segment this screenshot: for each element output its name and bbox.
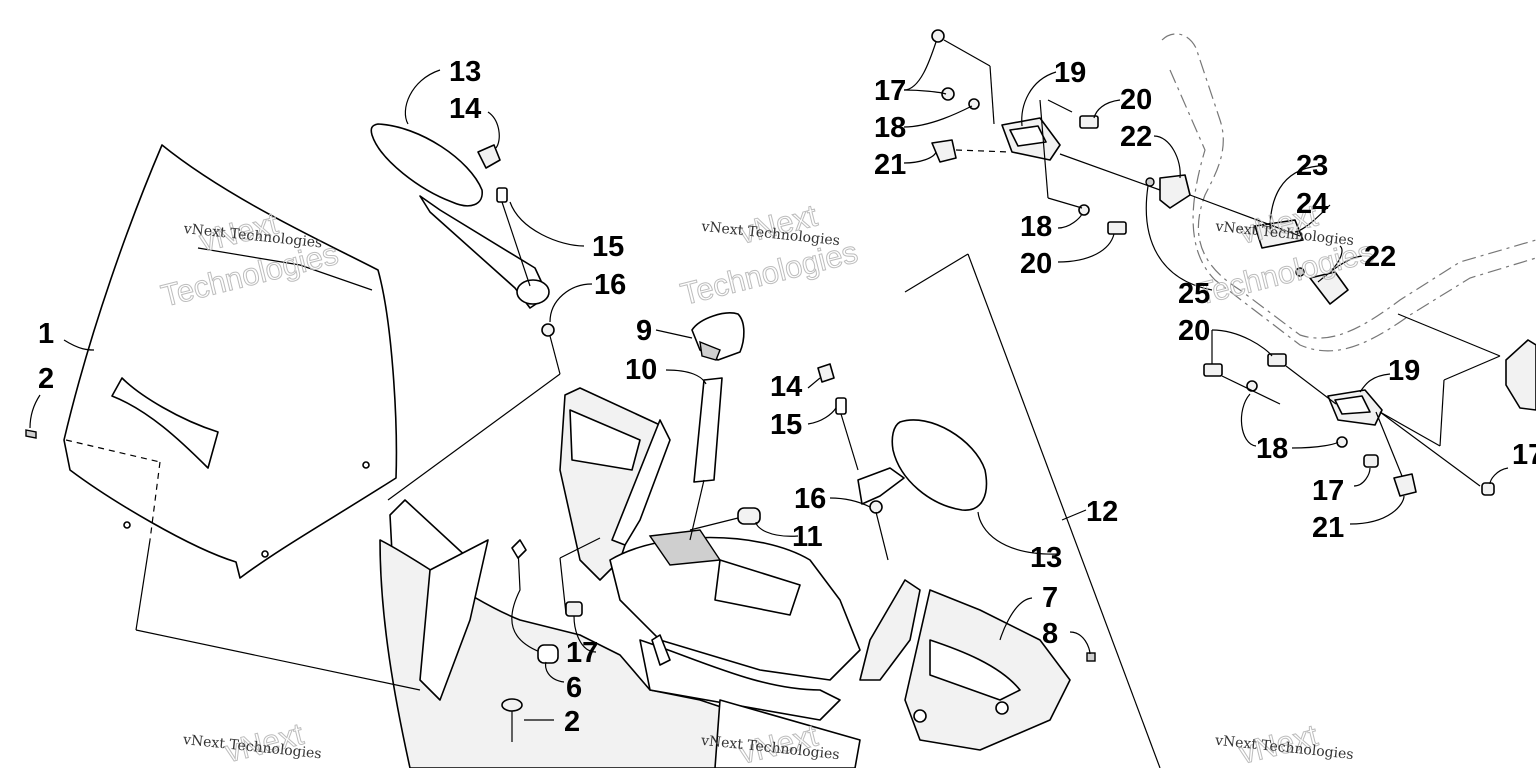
callouts: 1 2 13 14 15 16 9 10 14 15 16 11 12 13 7… (38, 56, 1536, 738)
handguard-right (1505, 339, 1536, 411)
watermark-6: vNext vNext Technologies (1213, 717, 1354, 768)
cap-14-right (817, 363, 835, 383)
watermark-4: vNext vNext Technologies (181, 716, 322, 768)
callout-22-right: 22 (1364, 241, 1396, 273)
callout-18-top: 18 (874, 112, 906, 144)
wire-harness-6 (511, 539, 559, 664)
screw-2-bottom (501, 698, 523, 742)
mirror-left (370, 123, 550, 309)
watermark-2: vNext Technologies vNext Technologies (677, 197, 862, 312)
callout-14-left: 14 (449, 93, 481, 125)
washer-18-top (968, 98, 1090, 216)
callout-19-bottom: 19 (1388, 355, 1420, 387)
nut-17-center (565, 601, 583, 617)
mirror-cap-14-left (477, 144, 501, 169)
callout-16-left: 16 (594, 269, 626, 301)
fastener-17-top (931, 29, 955, 101)
screw-2-left (25, 429, 37, 439)
bolts-20-bottom (1203, 353, 1287, 377)
knob-21-bottom (1393, 473, 1417, 497)
bolt-15-right (835, 397, 859, 471)
callout-20-mid: 20 (1020, 248, 1052, 280)
callout-1: 1 (38, 318, 54, 350)
watermark-3: vNext Technologies vNext Technologies (1193, 197, 1378, 312)
clamp-22-top (1159, 174, 1191, 209)
callout-18-bottom: 18 (1256, 433, 1288, 465)
callout-7: 7 (1042, 582, 1058, 614)
bolt-15-left (496, 187, 531, 287)
clamp-19-bottom (1327, 389, 1383, 426)
clamp-19-top (1001, 117, 1061, 161)
callout-15-right: 15 (770, 409, 802, 441)
callout-17-edge: 17 (1512, 439, 1536, 471)
hood-assembly (379, 387, 1071, 768)
shift-knob-9 (691, 312, 745, 361)
mirror-right (857, 419, 988, 511)
bolt-20-top (1079, 115, 1127, 235)
callout-13-right: 13 (1030, 542, 1062, 574)
callout-19-top: 19 (1054, 57, 1086, 89)
callout-2-bottom: 2 (564, 706, 580, 738)
screw-8-right (1086, 652, 1096, 662)
callout-18-mid: 18 (1020, 211, 1052, 243)
callout-11: 11 (792, 521, 823, 553)
shift-lever-10 (689, 377, 723, 541)
callout-23: 23 (1296, 150, 1328, 182)
nut-17-bottom (1363, 454, 1495, 496)
callout-17-bottom: 17 (1312, 475, 1344, 507)
callout-20-top: 20 (1120, 84, 1152, 116)
callout-12: 12 (1086, 496, 1118, 528)
callout-16-right: 16 (794, 483, 826, 515)
callout-15-left: 15 (592, 231, 624, 263)
knob-21-top (931, 139, 1011, 163)
callout-17-top: 17 (874, 75, 906, 107)
washers-18-bottom (1246, 380, 1348, 448)
callout-17-center: 17 (566, 637, 598, 669)
callout-24: 24 (1296, 188, 1328, 220)
callout-9: 9 (636, 315, 652, 347)
leader-lines (29, 39, 1509, 768)
callout-13-left: 13 (449, 56, 481, 88)
callout-8: 8 (1042, 618, 1058, 650)
callout-22-top: 22 (1120, 121, 1152, 153)
washer-16-right (869, 500, 883, 514)
handlebar-phantom (1161, 33, 1536, 352)
callout-25: 25 (1178, 278, 1210, 310)
clamp-24 (1254, 219, 1304, 249)
switch-11 (737, 507, 761, 525)
windshield (63, 144, 398, 579)
callout-6: 6 (566, 672, 582, 704)
callout-10: 10 (625, 354, 657, 386)
washer-16-left (541, 323, 555, 337)
callout-20-bottom: 20 (1178, 315, 1210, 347)
callout-14-right: 14 (770, 371, 802, 403)
callout-2-left: 2 (38, 363, 54, 395)
callout-21-bottom: 21 (1312, 512, 1344, 544)
callout-21-top: 21 (874, 149, 906, 181)
